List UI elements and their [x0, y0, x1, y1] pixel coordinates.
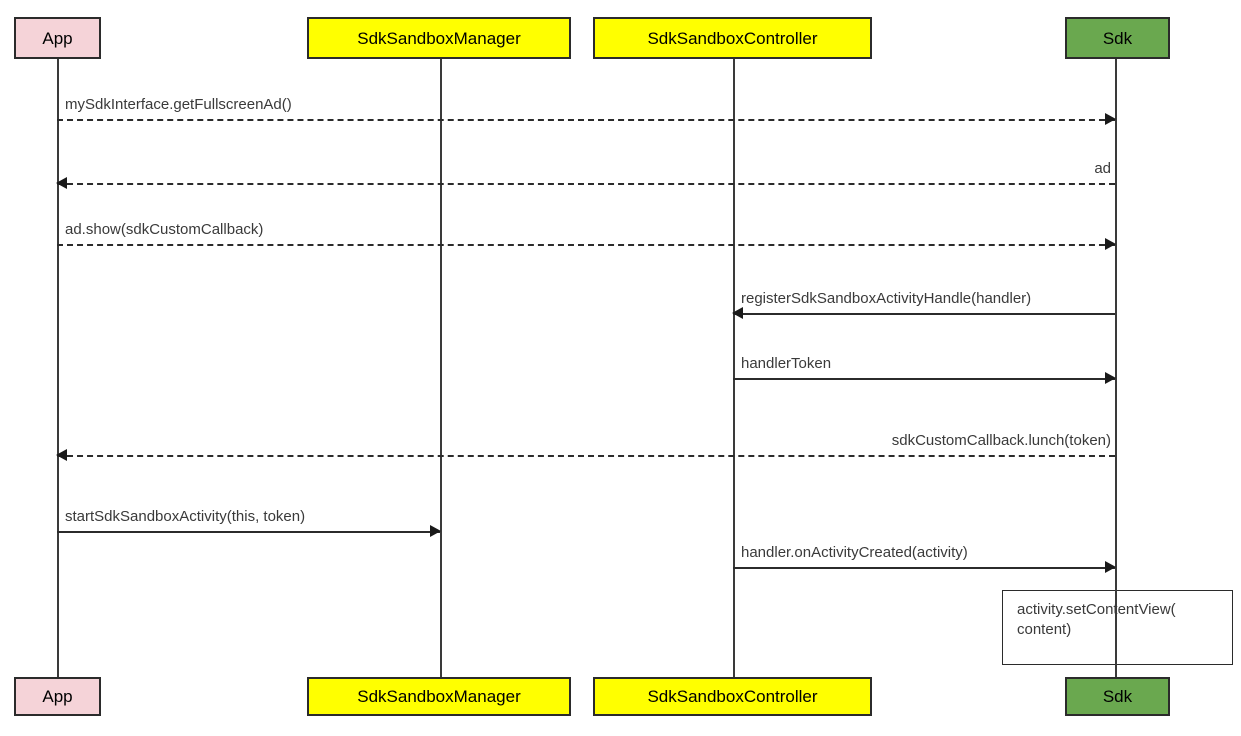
message-line: [733, 313, 1115, 315]
message-label: ad.show(sdkCustomCallback): [65, 220, 264, 238]
message-label: registerSdkSandboxActivityHandle(handler…: [741, 289, 1032, 307]
arrowhead-left-icon: [56, 449, 67, 461]
lifeline-sdk: [1115, 59, 1117, 677]
message-label: startSdkSandboxActivity(this, token): [65, 507, 306, 525]
message-line: [733, 378, 1115, 380]
message-line: [57, 455, 1115, 457]
message-line: [733, 567, 1115, 569]
arrowhead-right-icon: [1105, 561, 1116, 573]
participant-label: App: [42, 28, 73, 48]
participant-app-footer[interactable]: App: [14, 677, 101, 716]
arrowhead-right-icon: [1105, 238, 1116, 250]
message-line: [57, 183, 1115, 185]
participant-label: Sdk: [1102, 28, 1133, 48]
participant-sdk-footer[interactable]: Sdk: [1065, 677, 1170, 716]
participant-label: SdkSandboxManager: [357, 687, 521, 706]
participant-app-header[interactable]: App: [14, 17, 101, 59]
message-line: [57, 119, 1115, 121]
participant-manager-header[interactable]: SdkSandboxManager: [307, 17, 571, 59]
arrowhead-left-icon: [732, 307, 743, 319]
participant-label: App: [42, 687, 73, 706]
message-label: ad: [1094, 159, 1111, 177]
participant-label: SdkSandboxController: [647, 687, 818, 706]
participant-controller-footer[interactable]: SdkSandboxController: [593, 677, 872, 716]
participant-controller-header[interactable]: SdkSandboxController: [593, 17, 872, 59]
arrowhead-right-icon: [430, 525, 441, 537]
lifeline-controller: [733, 59, 735, 677]
message-line: [57, 244, 1115, 246]
note-set-content-view: activity.setContentView( content): [1002, 590, 1233, 665]
message-label: handler.onActivityCreated(activity): [741, 543, 968, 561]
lifeline-app: [57, 59, 59, 677]
message-label: sdkCustomCallback.lunch(token): [891, 431, 1111, 449]
message-label: mySdkInterface.getFullscreenAd(): [65, 95, 292, 113]
participant-label: SdkSandboxController: [647, 28, 818, 48]
lifeline-manager: [440, 59, 442, 677]
participant-sdk-header[interactable]: Sdk: [1065, 17, 1170, 59]
participant-manager-footer[interactable]: SdkSandboxManager: [307, 677, 571, 716]
message-label: handlerToken: [741, 354, 832, 372]
arrowhead-right-icon: [1105, 113, 1116, 125]
message-line: [57, 531, 440, 533]
participant-label: SdkSandboxManager: [357, 28, 521, 48]
arrowhead-right-icon: [1105, 372, 1116, 384]
arrowhead-left-icon: [56, 177, 67, 189]
participant-label: Sdk: [1102, 687, 1133, 706]
